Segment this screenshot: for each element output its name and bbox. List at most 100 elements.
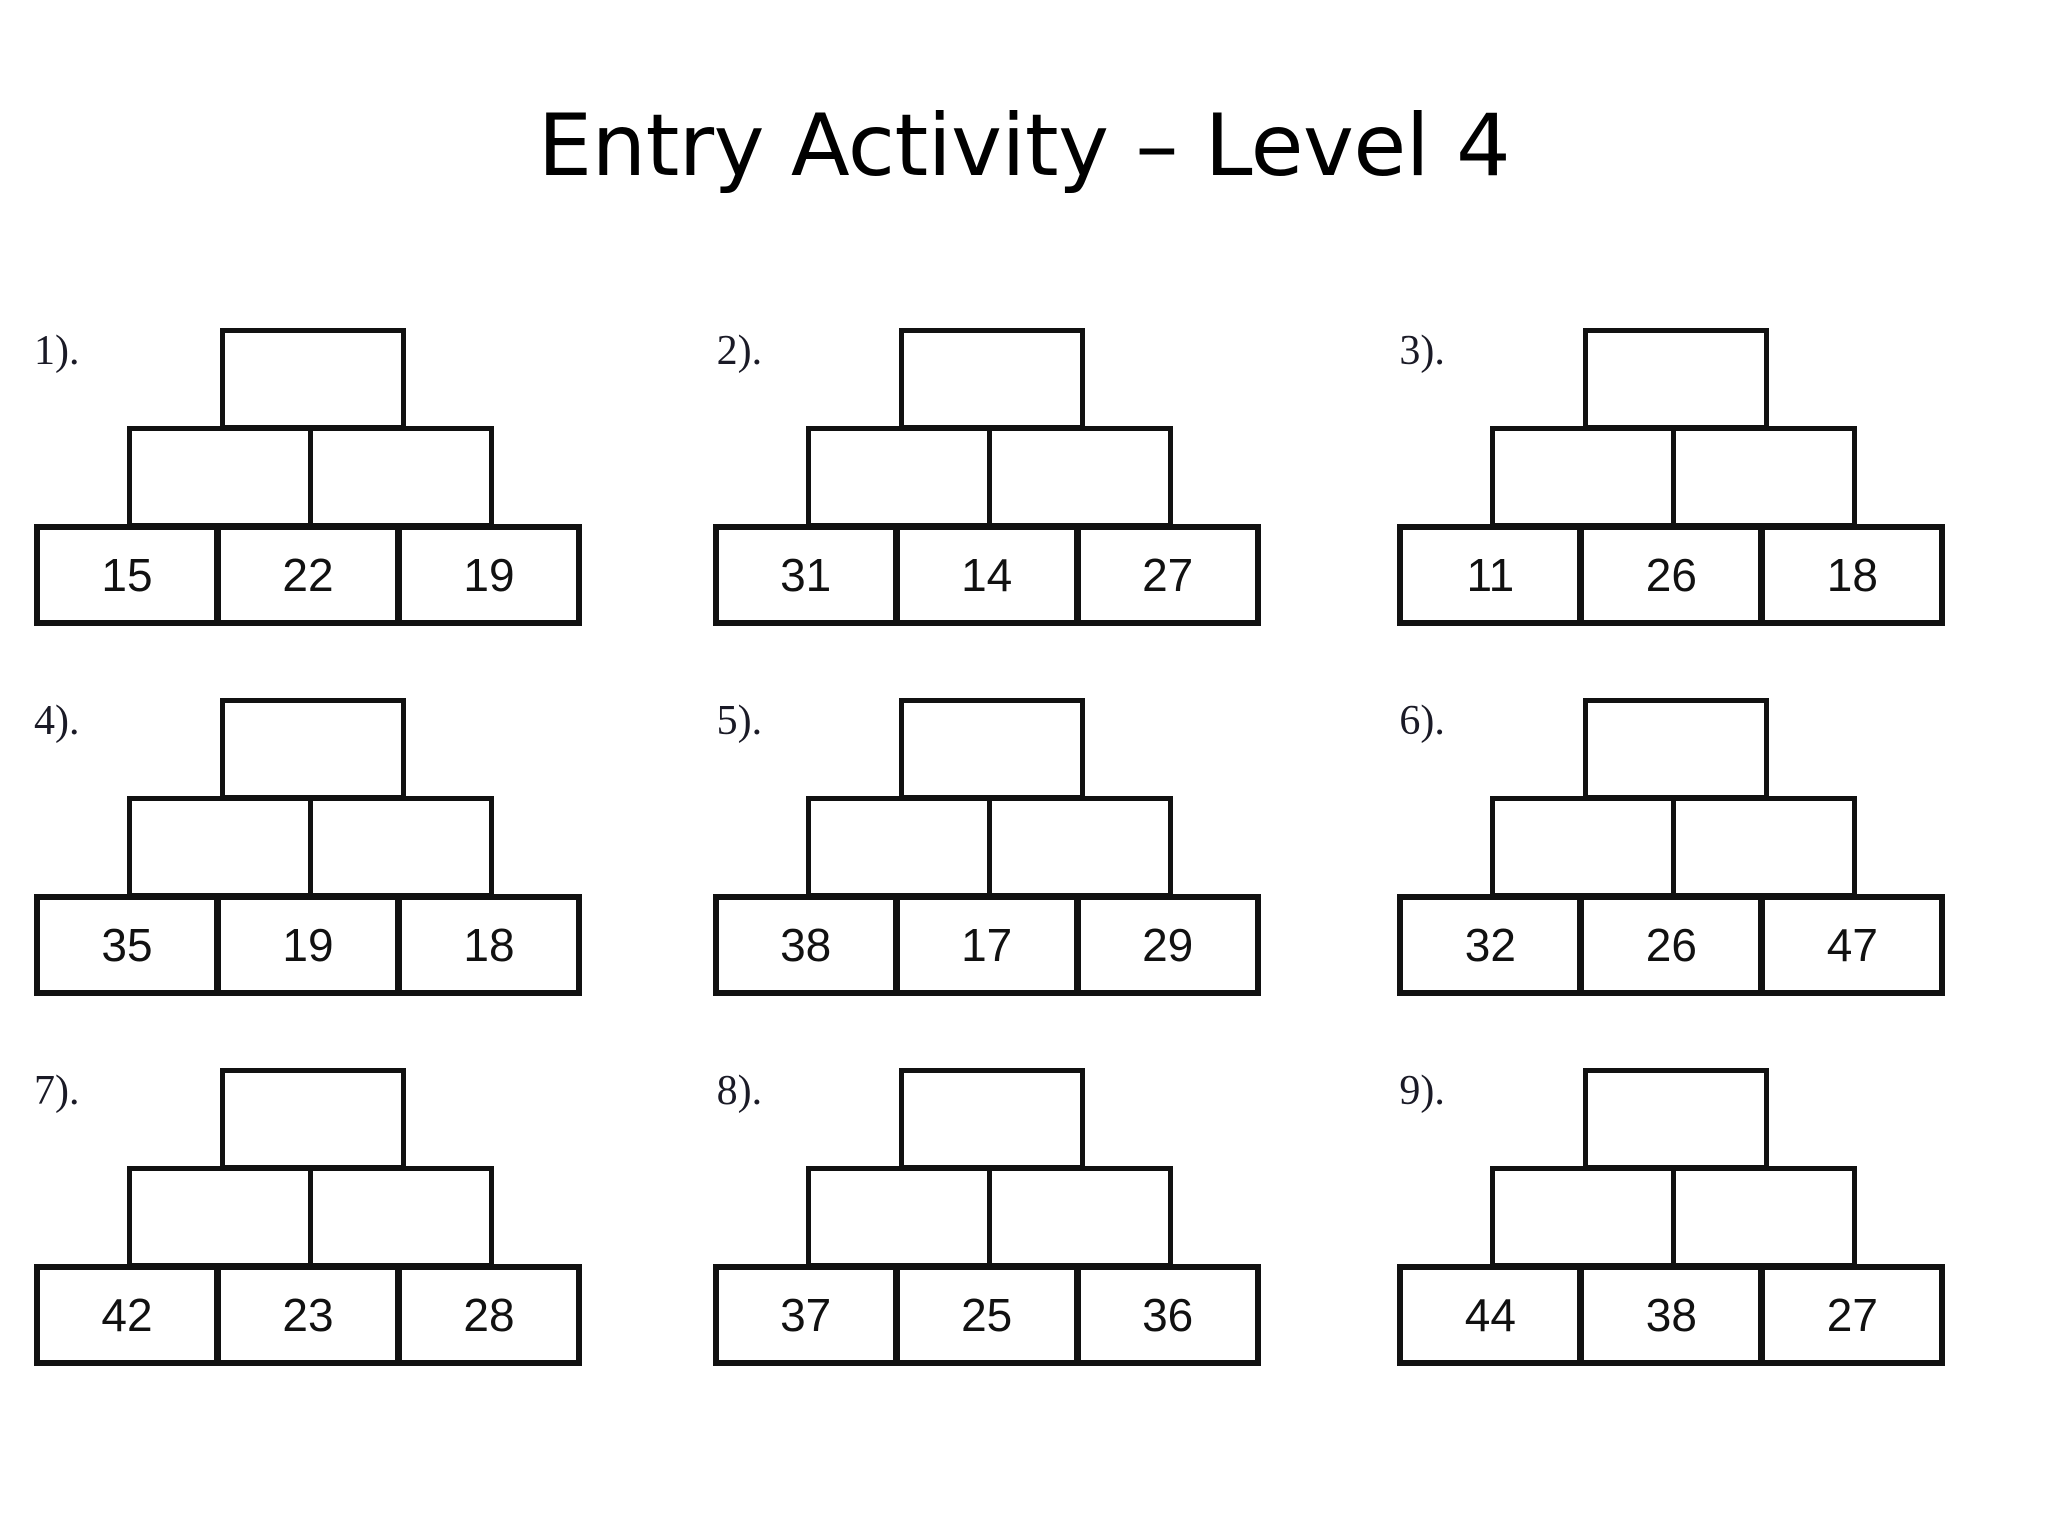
pyramid-cell-mid-left[interactable]: [1490, 426, 1677, 528]
pyramid-cell-bottom-1[interactable]: 42: [34, 1264, 220, 1366]
pyramid-cell-bottom-3[interactable]: 27: [1074, 524, 1261, 626]
pyramid-cell-bottom-2[interactable]: 26: [1578, 894, 1765, 996]
number-pyramid-7: 42 23 28: [34, 1068, 599, 1368]
pyramid-cell-bottom-3[interactable]: 28: [396, 1264, 582, 1366]
page-title: Entry Activity – Level 4: [537, 96, 1511, 196]
pyramid-top-row: [220, 698, 406, 800]
pyramid-bottom-row: 37 25 36: [712, 1264, 1261, 1366]
pyramid-middle-row: [1490, 796, 1858, 898]
pyramid-cell-bottom-1[interactable]: 15: [34, 524, 220, 626]
pyramid-cell-bottom-2[interactable]: 19: [215, 894, 401, 996]
pyramid-cell-mid-left[interactable]: [805, 426, 992, 528]
pyramid-cell-mid-left[interactable]: [1490, 796, 1677, 898]
problem-5: 5). 38 17 29: [683, 680, 1366, 1050]
pyramid-cell-bottom-3[interactable]: 19: [396, 524, 582, 626]
pyramid-cell-bottom-3[interactable]: 18: [1759, 524, 1946, 626]
pyramid-cell-bottom-2[interactable]: 23: [215, 1264, 401, 1366]
pyramid-cell-bottom-1[interactable]: 37: [712, 1264, 899, 1366]
pyramid-top-row: [1583, 698, 1770, 800]
pyramid-cell-bottom-1[interactable]: 31: [712, 524, 899, 626]
pyramid-cell-mid-left[interactable]: [127, 1166, 313, 1268]
pyramid-cell-bottom-3[interactable]: 36: [1074, 1264, 1261, 1366]
number-pyramid-6: 32 26 47: [1397, 698, 1962, 998]
pyramid-cell-top[interactable]: [1583, 698, 1770, 800]
pyramid-top-row: [898, 328, 1085, 430]
pyramid-bottom-row: 38 17 29: [712, 894, 1261, 996]
problem-7: 7). 42 23 28: [0, 1050, 683, 1420]
pyramid-middle-row: [805, 1166, 1173, 1268]
pyramid-cell-bottom-2[interactable]: 22: [215, 524, 401, 626]
pyramid-cell-mid-left[interactable]: [1490, 1166, 1677, 1268]
pyramid-cell-bottom-1[interactable]: 44: [1397, 1264, 1584, 1366]
pyramid-cell-bottom-1[interactable]: 11: [1397, 524, 1584, 626]
pyramid-cell-bottom-2[interactable]: 26: [1578, 524, 1765, 626]
pyramid-cell-bottom-2[interactable]: 38: [1578, 1264, 1765, 1366]
problem-2: 2). 31 14 27: [683, 310, 1366, 680]
pyramid-cell-bottom-1[interactable]: 32: [1397, 894, 1584, 996]
pyramid-middle-row: [805, 796, 1173, 898]
pyramid-middle-row: [127, 796, 494, 898]
pyramid-cell-mid-left[interactable]: [127, 796, 313, 898]
problem-label-5: 5).: [716, 698, 763, 744]
pyramid-cell-mid-right[interactable]: [1671, 796, 1858, 898]
problem-label-4: 4).: [34, 698, 80, 744]
pyramid-bottom-row: 32 26 47: [1397, 894, 1946, 996]
number-pyramid-8: 37 25 36: [712, 1068, 1278, 1368]
pyramid-middle-row: [1490, 426, 1858, 528]
pyramid-bottom-row: 35 19 18: [34, 894, 582, 996]
pyramid-cell-mid-right[interactable]: [986, 426, 1173, 528]
pyramid-cell-mid-right[interactable]: [986, 1166, 1173, 1268]
problem-label-6: 6).: [1399, 698, 1445, 744]
pyramid-cell-top[interactable]: [220, 1068, 406, 1170]
problem-9: 9). 44 38 27: [1365, 1050, 2048, 1420]
pyramid-cell-bottom-3[interactable]: 27: [1759, 1264, 1946, 1366]
pyramid-cell-bottom-1[interactable]: 38: [712, 894, 899, 996]
pyramid-top-row: [1583, 328, 1770, 430]
pyramid-cell-mid-left[interactable]: [805, 1166, 992, 1268]
pyramid-cell-mid-right[interactable]: [986, 796, 1173, 898]
pyramid-cell-mid-right[interactable]: [308, 796, 494, 898]
pyramid-cell-bottom-3[interactable]: 18: [396, 894, 582, 996]
pyramid-bottom-row: 44 38 27: [1397, 1264, 1946, 1366]
pyramid-middle-row: [127, 1166, 494, 1268]
number-pyramid-2: 31 14 27: [712, 328, 1278, 628]
pyramid-cell-bottom-3[interactable]: 47: [1759, 894, 1946, 996]
pyramid-cell-top[interactable]: [898, 1068, 1085, 1170]
pyramid-cell-mid-right[interactable]: [1671, 426, 1858, 528]
pyramid-cell-mid-right[interactable]: [308, 1166, 494, 1268]
number-pyramid-5: 38 17 29: [712, 698, 1278, 998]
problem-8: 8). 37 25 36: [683, 1050, 1366, 1420]
problem-label-3: 3).: [1399, 328, 1445, 374]
problem-label-8: 8).: [716, 1068, 763, 1114]
problem-3: 3). 11 26 18: [1365, 310, 2048, 680]
pyramid-cell-top[interactable]: [1583, 1068, 1770, 1170]
pyramid-cell-top[interactable]: [220, 698, 406, 800]
problem-6: 6). 32 26 47: [1365, 680, 2048, 1050]
problem-label-2: 2).: [716, 328, 763, 374]
pyramid-bottom-row: 31 14 27: [712, 524, 1261, 626]
pyramid-cell-bottom-2[interactable]: 14: [893, 524, 1080, 626]
pyramid-cell-top[interactable]: [1583, 328, 1770, 430]
pyramid-cell-mid-right[interactable]: [308, 426, 494, 528]
pyramid-middle-row: [127, 426, 494, 528]
pyramid-cell-bottom-2[interactable]: 25: [893, 1264, 1080, 1366]
pyramid-cell-mid-left[interactable]: [127, 426, 313, 528]
pyramid-cell-mid-right[interactable]: [1671, 1166, 1858, 1268]
pyramid-top-row: [220, 1068, 406, 1170]
number-pyramid-3: 11 26 18: [1397, 328, 1962, 628]
number-pyramid-4: 35 19 18: [34, 698, 599, 998]
pyramid-cell-bottom-1[interactable]: 35: [34, 894, 220, 996]
pyramid-grid: 1). 15 22 19 2).: [0, 310, 2048, 1420]
pyramid-cell-top[interactable]: [898, 698, 1085, 800]
problem-label-9: 9).: [1399, 1068, 1445, 1114]
pyramid-cell-mid-left[interactable]: [805, 796, 992, 898]
problem-4: 4). 35 19 18: [0, 680, 683, 1050]
pyramid-top-row: [898, 698, 1085, 800]
pyramid-cell-bottom-3[interactable]: 29: [1074, 894, 1261, 996]
pyramid-cell-top[interactable]: [220, 328, 406, 430]
pyramid-cell-top[interactable]: [898, 328, 1085, 430]
pyramid-cell-bottom-2[interactable]: 17: [893, 894, 1080, 996]
pyramid-top-row: [1583, 1068, 1770, 1170]
pyramid-top-row: [220, 328, 406, 430]
